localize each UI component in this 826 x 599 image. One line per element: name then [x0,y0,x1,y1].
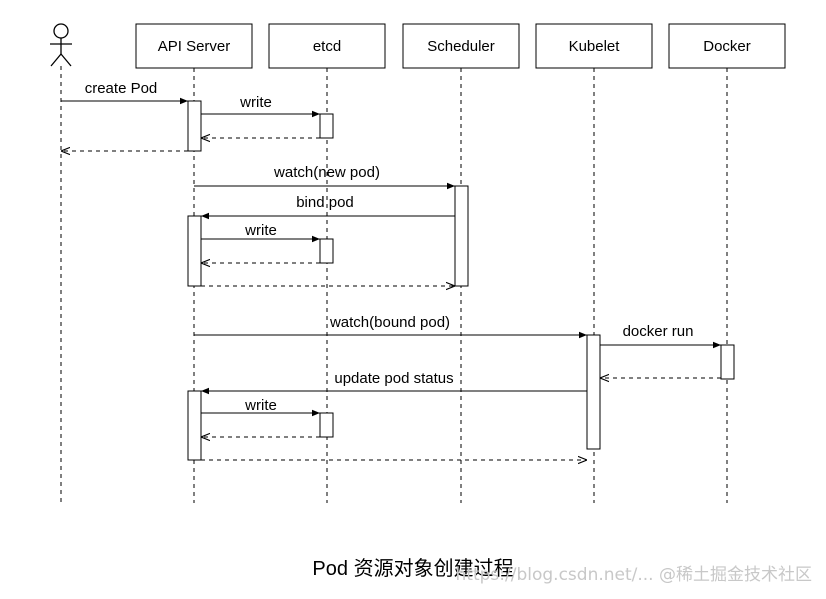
label-docker-run: docker run [623,323,694,340]
participant-scheduler-label: Scheduler [427,38,495,55]
participant-etcd-label: etcd [313,38,341,55]
label-watch-new-pod: watch(new pod) [273,164,380,181]
activation-etcd-3 [319,412,334,438]
participant-scheduler: Scheduler [402,23,520,69]
activation-api-3 [187,390,202,461]
message-labels: create Pod write watch(new pod) bind pod… [85,80,694,414]
participant-api-label: API Server [158,38,231,55]
activation-etcd-1 [319,113,334,139]
diagram-caption: Pod 资源对象创建过程 [312,558,514,580]
participant-api: API Server [135,23,253,69]
participant-kubelet: Kubelet [535,23,653,69]
activation-kubelet-1 [586,334,601,450]
label-write-2: write [244,222,277,239]
label-watch-bound-pod: watch(bound pod) [329,314,450,331]
watermark: https://blog.csdn.net/... @稀土掘金技术社区 [455,565,812,585]
label-write-3: write [244,397,277,414]
label-bind-pod: bind pod [296,194,354,211]
lifelines [60,66,728,503]
activation-etcd-2 [319,238,334,264]
participant-docker-label: Docker [703,38,751,55]
actor-icon [50,23,72,67]
label-write-1: write [239,94,272,111]
activation-api-2 [187,215,202,287]
activations [187,100,735,461]
participant-docker: Docker [668,23,786,69]
messages [61,97,721,460]
participant-etcd: etcd [268,23,386,69]
label-update-pod-status: update pod status [334,370,453,387]
activation-api-1 [187,100,202,152]
participant-kubelet-label: Kubelet [569,38,621,55]
label-create-pod: create Pod [85,80,158,97]
activation-docker-1 [720,344,735,380]
activation-scheduler-1 [454,185,469,287]
